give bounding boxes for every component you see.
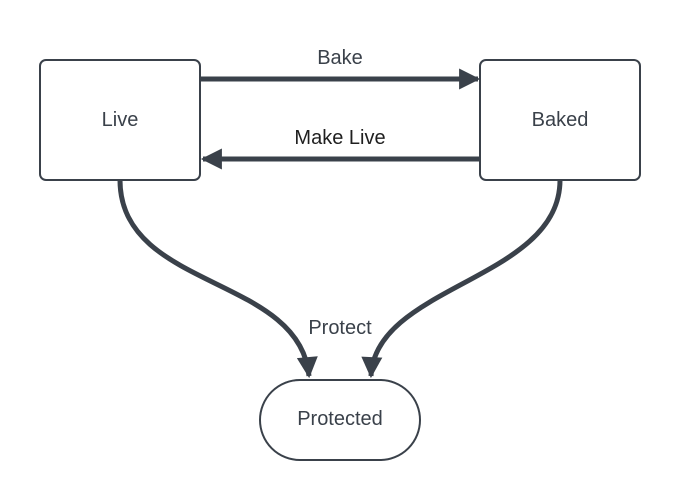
node-baked[interactable]: Baked xyxy=(479,59,641,181)
node-live-box xyxy=(39,59,201,181)
edge-make-live-label: Make Live xyxy=(294,127,385,149)
node-live-label: Live xyxy=(102,109,139,131)
node-baked-label: Baked xyxy=(532,109,589,131)
edge-bake-label: Bake xyxy=(317,47,363,69)
edge-baked-protect-arrow xyxy=(361,179,563,379)
edge-protect-label: Protect xyxy=(308,317,372,339)
node-protected[interactable]: Protected xyxy=(259,379,421,461)
node-protected-label: Protected xyxy=(297,408,383,430)
node-protected-box xyxy=(259,379,421,461)
node-live[interactable]: Live xyxy=(39,59,201,181)
node-baked-box xyxy=(479,59,641,181)
edge-live-protect-arrow xyxy=(117,179,318,379)
